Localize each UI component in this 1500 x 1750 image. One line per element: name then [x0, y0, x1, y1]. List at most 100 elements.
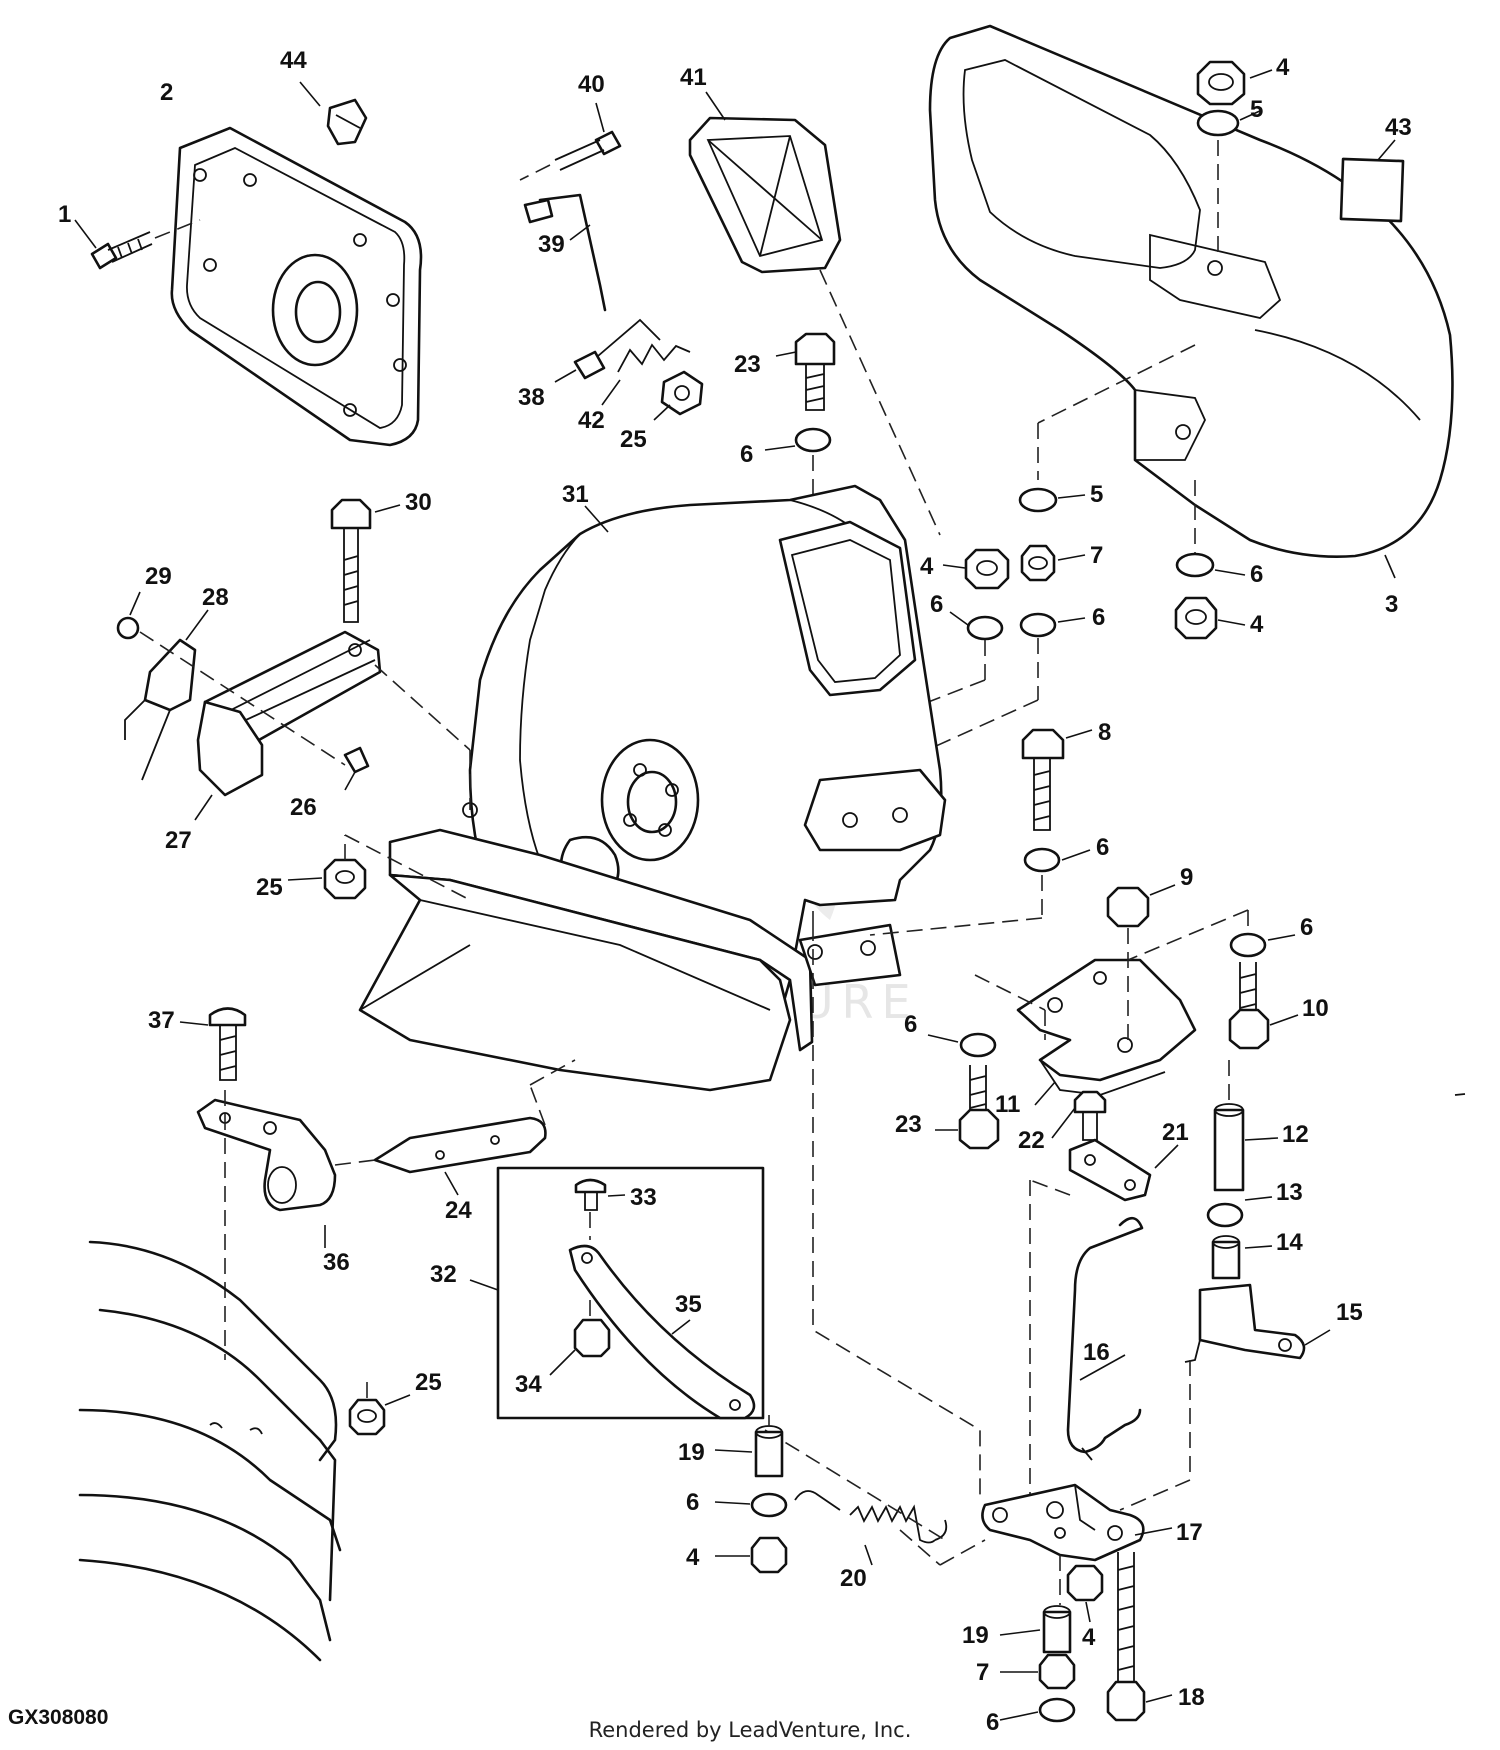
part-25-nut-top [653, 370, 704, 421]
callout-20: 20 [840, 1565, 867, 1592]
callout-18: 18 [1178, 1684, 1205, 1711]
part-6-washer-top [764, 427, 832, 453]
callout-44: 44 [280, 47, 307, 74]
callout-25-top: 25 [620, 426, 647, 453]
callout-13: 13 [1276, 1179, 1303, 1206]
callout-10: 10 [1302, 995, 1329, 1022]
callout-36: 36 [323, 1249, 350, 1276]
part-39-rod [523, 193, 607, 312]
part-6-washer-middle [714, 1492, 788, 1518]
callout-4-17: 4 [1082, 1624, 1096, 1651]
stray-mark [1454, 1093, 1466, 1096]
callout-5-top-right: 5 [1250, 96, 1263, 123]
callout-23-left-11: 23 [895, 1111, 922, 1138]
callout-6-top: 6 [740, 441, 753, 468]
part-4-nut-top-right [1196, 60, 1273, 106]
callout-38: 38 [518, 384, 545, 411]
callout-4-top-right: 4 [1276, 54, 1290, 81]
part-18-bolt [1106, 1552, 1173, 1722]
part-35-strap [568, 1244, 756, 1420]
callout-6-mid-right: 6 [1092, 604, 1105, 631]
callout-37: 37 [148, 1007, 175, 1034]
callout-43: 43 [1385, 114, 1412, 141]
part-25-nut-left [287, 858, 367, 900]
part-10-bolt [1228, 962, 1299, 1050]
part-22-bolt [1051, 1090, 1107, 1141]
part-5-washer-top-right [1196, 109, 1263, 137]
callout-4-right: 4 [1250, 611, 1264, 638]
part-13-washer [1206, 1196, 1273, 1228]
callout-8: 8 [1098, 719, 1111, 746]
part-4-nut-mid [942, 548, 1010, 590]
part-4-nut-17 [1066, 1564, 1104, 1623]
part-28-lever [124, 609, 209, 781]
part-21-plate [1068, 1138, 1179, 1202]
part-12-spacer [1213, 1103, 1279, 1192]
part-6-washer-right [1175, 552, 1246, 578]
part-16-rod [1066, 1216, 1144, 1461]
callout-6-10: 6 [1300, 914, 1313, 941]
callout-42: 42 [578, 407, 605, 434]
part-24-pin [373, 1116, 547, 1196]
part-1-bolt [74, 219, 201, 270]
callout-6-middle: 6 [686, 1489, 699, 1516]
callout-41: 41 [680, 64, 707, 91]
part-23-bolt-top [775, 332, 836, 411]
callout-32: 32 [430, 1261, 457, 1288]
callout-6-lower: 6 [986, 1709, 999, 1736]
callout-12: 12 [1282, 1121, 1309, 1148]
callout-16: 16 [1083, 1339, 1110, 1366]
callout-1: 1 [58, 201, 71, 228]
auger-housing-partial [78, 1240, 342, 1662]
callout-22: 22 [1018, 1127, 1045, 1154]
diagram-id: GX308080 [8, 1706, 109, 1729]
part-43-decal [1339, 139, 1405, 223]
part-42-spring [601, 343, 691, 406]
callout-21: 21 [1162, 1119, 1189, 1146]
callout-3: 3 [1385, 591, 1398, 618]
callout-28: 28 [202, 584, 229, 611]
part-7-nut-lower [1000, 1653, 1076, 1690]
callout-7-mid: 7 [1090, 542, 1103, 569]
part-15-arm [1184, 1283, 1331, 1363]
part-29-clip [116, 591, 141, 640]
callout-39: 39 [538, 231, 565, 258]
callout-15: 15 [1336, 1299, 1363, 1326]
callout-34: 34 [515, 1371, 542, 1398]
part-7-nut-mid [1020, 544, 1086, 582]
callout-25-bottom-left: 25 [415, 1369, 442, 1396]
part-17-plate [981, 1483, 1173, 1562]
part-30-bolt [330, 498, 401, 623]
part-20-spring [794, 1490, 948, 1566]
part-6-washer-8 [1023, 847, 1091, 873]
callout-35: 35 [675, 1291, 702, 1318]
render-credit: Rendered by LeadVenture, Inc. [588, 1718, 912, 1742]
callout-4-middle: 4 [686, 1544, 700, 1571]
part-11-bracket [1016, 958, 1197, 1106]
part-6-washer-lower [999, 1697, 1076, 1723]
callout-25-left: 25 [256, 874, 283, 901]
callout-5-mid: 5 [1090, 481, 1103, 508]
callout-31: 31 [562, 481, 589, 508]
part-32-kit-box [469, 1166, 765, 1420]
callout-labels: 44 2 1 40 41 39 38 42 25 23 6 4 5 43 5 7… [58, 47, 1412, 1736]
part-25-nut-bottom-left [348, 1394, 411, 1436]
callout-17: 17 [1176, 1519, 1203, 1546]
callout-24: 24 [445, 1197, 472, 1224]
callout-26: 26 [290, 794, 317, 821]
part-19-spacer-lower [999, 1605, 1072, 1654]
part-23-bolt-left-11 [935, 1065, 1000, 1150]
callout-40: 40 [578, 71, 605, 98]
part-37-carriage-bolt [179, 1007, 247, 1081]
part-19-spacer-middle [714, 1425, 784, 1478]
callout-11: 11 [995, 1091, 1020, 1118]
callout-9: 9 [1180, 864, 1193, 891]
callout-6-8: 6 [1096, 834, 1109, 861]
callout-33: 33 [630, 1184, 657, 1211]
part-6-washer-left-11 [927, 1032, 997, 1058]
callout-14: 14 [1276, 1229, 1303, 1256]
callout-30: 30 [405, 489, 432, 516]
part-6-washer-10 [1229, 932, 1296, 958]
callout-19-middle: 19 [678, 1439, 705, 1466]
